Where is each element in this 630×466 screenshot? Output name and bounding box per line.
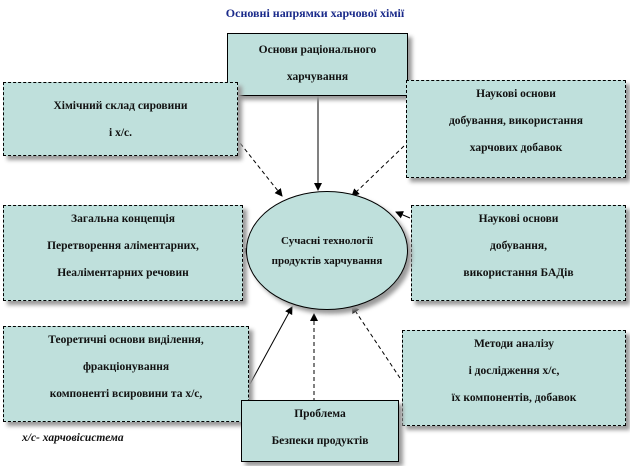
box-food-additives: Наукові основи добування, використання х… [406, 80, 626, 178]
arrow-left-bottom [249, 306, 293, 385]
box-chemical-composition: Хімічний склад сировини і х/с. [3, 82, 238, 156]
arrow-right-bottom [351, 305, 401, 379]
center-oval: Сучасні технології продуктів харчування [246, 191, 408, 310]
arrow-right-top [351, 145, 405, 197]
arrow-left-top [235, 137, 283, 197]
box-rational-nutrition: Основи раціонального харчування [227, 33, 408, 96]
box-dietary-supplements: Наукові основи добування, використання Б… [411, 205, 626, 301]
diagram-title: Основні напрямки харчової хімії [225, 6, 405, 20]
box-fractionation-theory: Теоретичні основи виділення, фракціонува… [3, 326, 249, 422]
footnote: х/с- харчовісистема [22, 432, 124, 444]
box-food-safety: Проблема Безпеки продуктів [241, 400, 399, 462]
box-general-concept: Загальна концепція Перетворення алімента… [3, 205, 243, 301]
center-line-2: продуктів харчування [271, 254, 383, 267]
center-line-1: Сучасні технології [281, 234, 373, 247]
arrow-right-mid [395, 211, 411, 219]
box-analysis-methods: Методи аналізу і дослідження х/с, їх ком… [402, 330, 626, 426]
